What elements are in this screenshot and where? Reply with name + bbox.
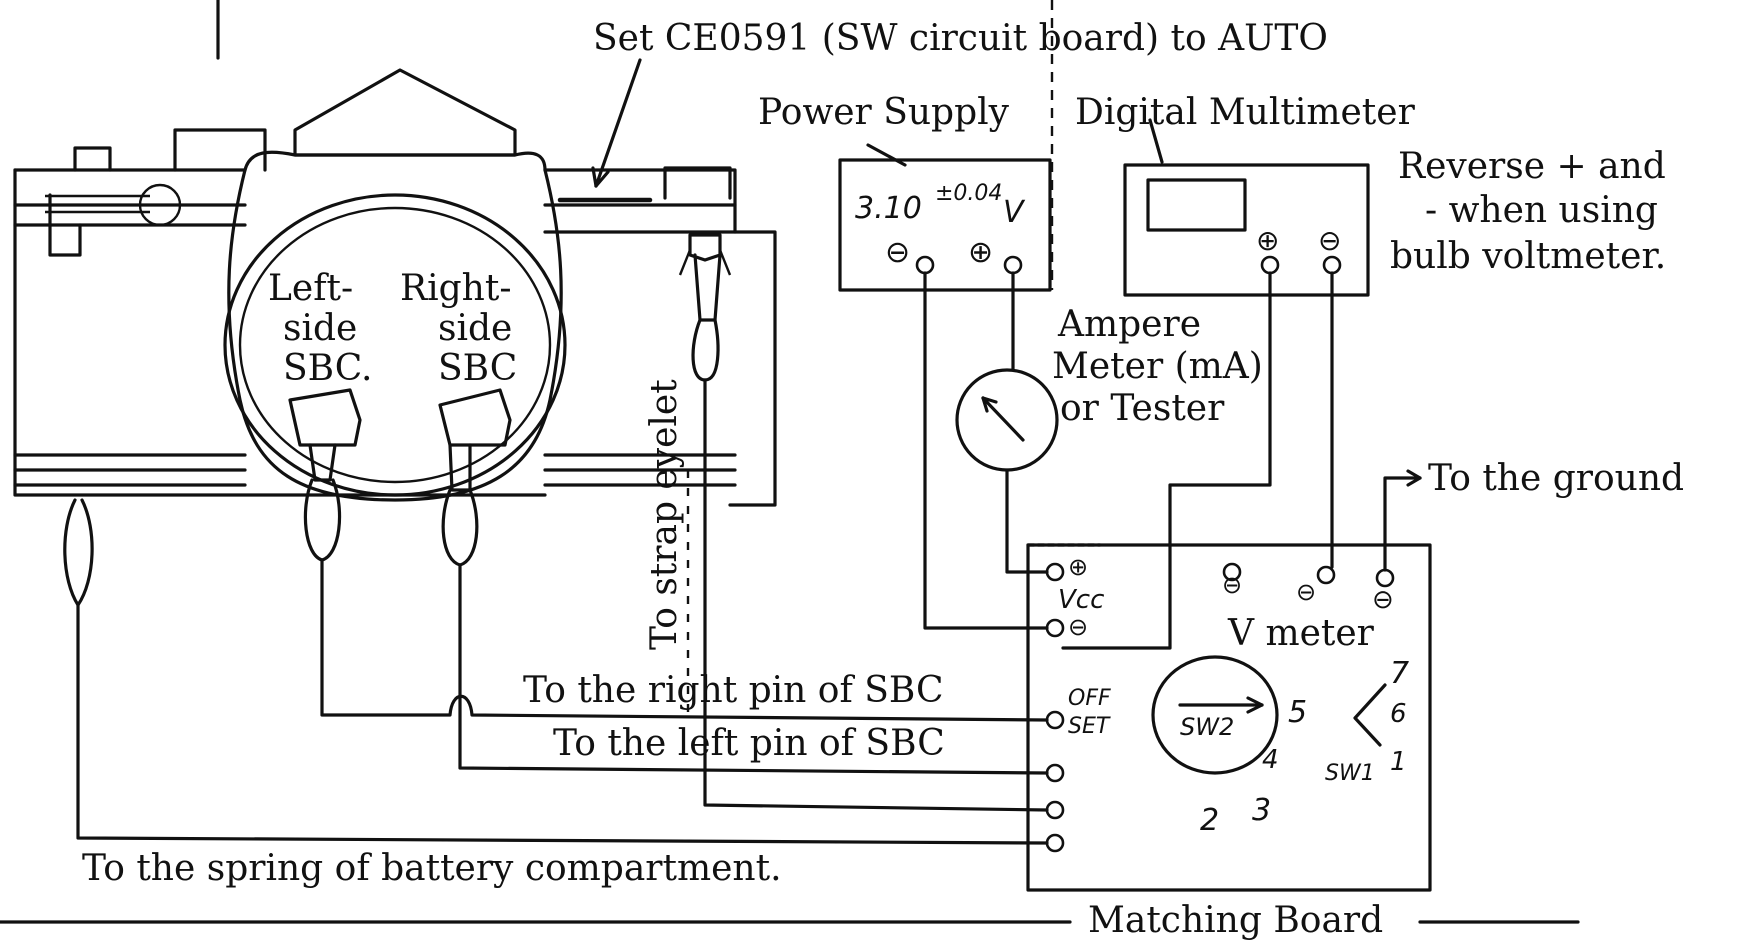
matching-board	[1026, 469, 1432, 892]
sw1-pos-6: 6	[1390, 699, 1407, 729]
right-sbc-label-3: SBC	[438, 348, 517, 389]
left-sbc-label-1: Left-	[268, 268, 353, 309]
reverse-note-line-1: Reverse + and	[1398, 146, 1666, 187]
strap-eyelet-label: To strap eyelet	[644, 379, 685, 650]
off-label: OFF	[1068, 686, 1111, 711]
sw2-pos-5: 5	[1288, 695, 1307, 730]
psu-minus-sign: ⊖	[885, 235, 910, 270]
sw1-label: SW1	[1325, 761, 1375, 786]
vmeter-minus-sign-2: ⊖	[1296, 578, 1316, 606]
dmm-plus-sign: ⊕	[1256, 224, 1279, 257]
left-sbc-label-2: side	[283, 308, 357, 349]
matching-board-label: Matching Board	[1088, 900, 1383, 940]
psu-plus-sign: ⊕	[968, 235, 993, 270]
set-label: SET	[1068, 714, 1111, 739]
set-auto-label: Set CE0591 (SW circuit board) to AUTO	[593, 18, 1328, 59]
psu-tolerance: ±0.04	[935, 181, 1002, 206]
vcc-plus-sign: ⊕	[1068, 553, 1088, 581]
vmeter-minus-sign-1: ⊖	[1222, 571, 1242, 599]
ampere-meter-label-3: or Tester	[1060, 388, 1225, 429]
sw1-pos-1: 1	[1390, 747, 1407, 777]
reverse-note-line-3: bulb voltmeter.	[1390, 236, 1666, 277]
psu-voltage: 3.10	[855, 191, 922, 226]
digital-multimeter-label: Digital Multimeter	[1075, 92, 1416, 133]
dmm-minus-sign: ⊖	[1318, 224, 1341, 257]
right-pin-label: To the right pin of SBC	[523, 670, 944, 711]
sw2-pos-2: 2	[1200, 803, 1219, 838]
left-pin-label: To the left pin of SBC	[553, 723, 945, 764]
ampere-meter	[955, 368, 1059, 472]
ground-terminal-sign: ⊖	[1372, 585, 1394, 615]
camera-body	[13, 0, 777, 507]
vcc-minus-sign: ⊖	[1068, 613, 1088, 641]
sw1-pos-7: 7	[1390, 656, 1409, 691]
v-meter-label: V meter	[1227, 613, 1375, 654]
power-supply-label: Power Supply	[758, 92, 1010, 133]
sw2-pos-3: 3	[1252, 793, 1271, 828]
battery-spring-probe	[63, 498, 94, 607]
sw2-label: SW2	[1180, 713, 1234, 741]
reverse-note-line-2: - when using	[1425, 190, 1658, 231]
sw2-pos-4: 4	[1262, 745, 1279, 775]
right-sbc-label-1: Right-	[400, 268, 511, 309]
spring-label: To the spring of battery compartment.	[82, 848, 782, 889]
left-sbc-label-3: SBC.	[283, 348, 373, 389]
right-sbc-label-2: side	[438, 308, 512, 349]
digital-multimeter-box	[1123, 118, 1370, 297]
psu-unit: V	[1003, 195, 1026, 230]
to-ground-label: To the ground	[1428, 458, 1684, 499]
ampere-meter-label-1: Ampere	[1057, 304, 1201, 345]
wires	[0, 0, 1580, 924]
ampere-meter-label-2: Meter (mA)	[1052, 346, 1263, 387]
vcc-label: Vcc	[1058, 585, 1104, 615]
